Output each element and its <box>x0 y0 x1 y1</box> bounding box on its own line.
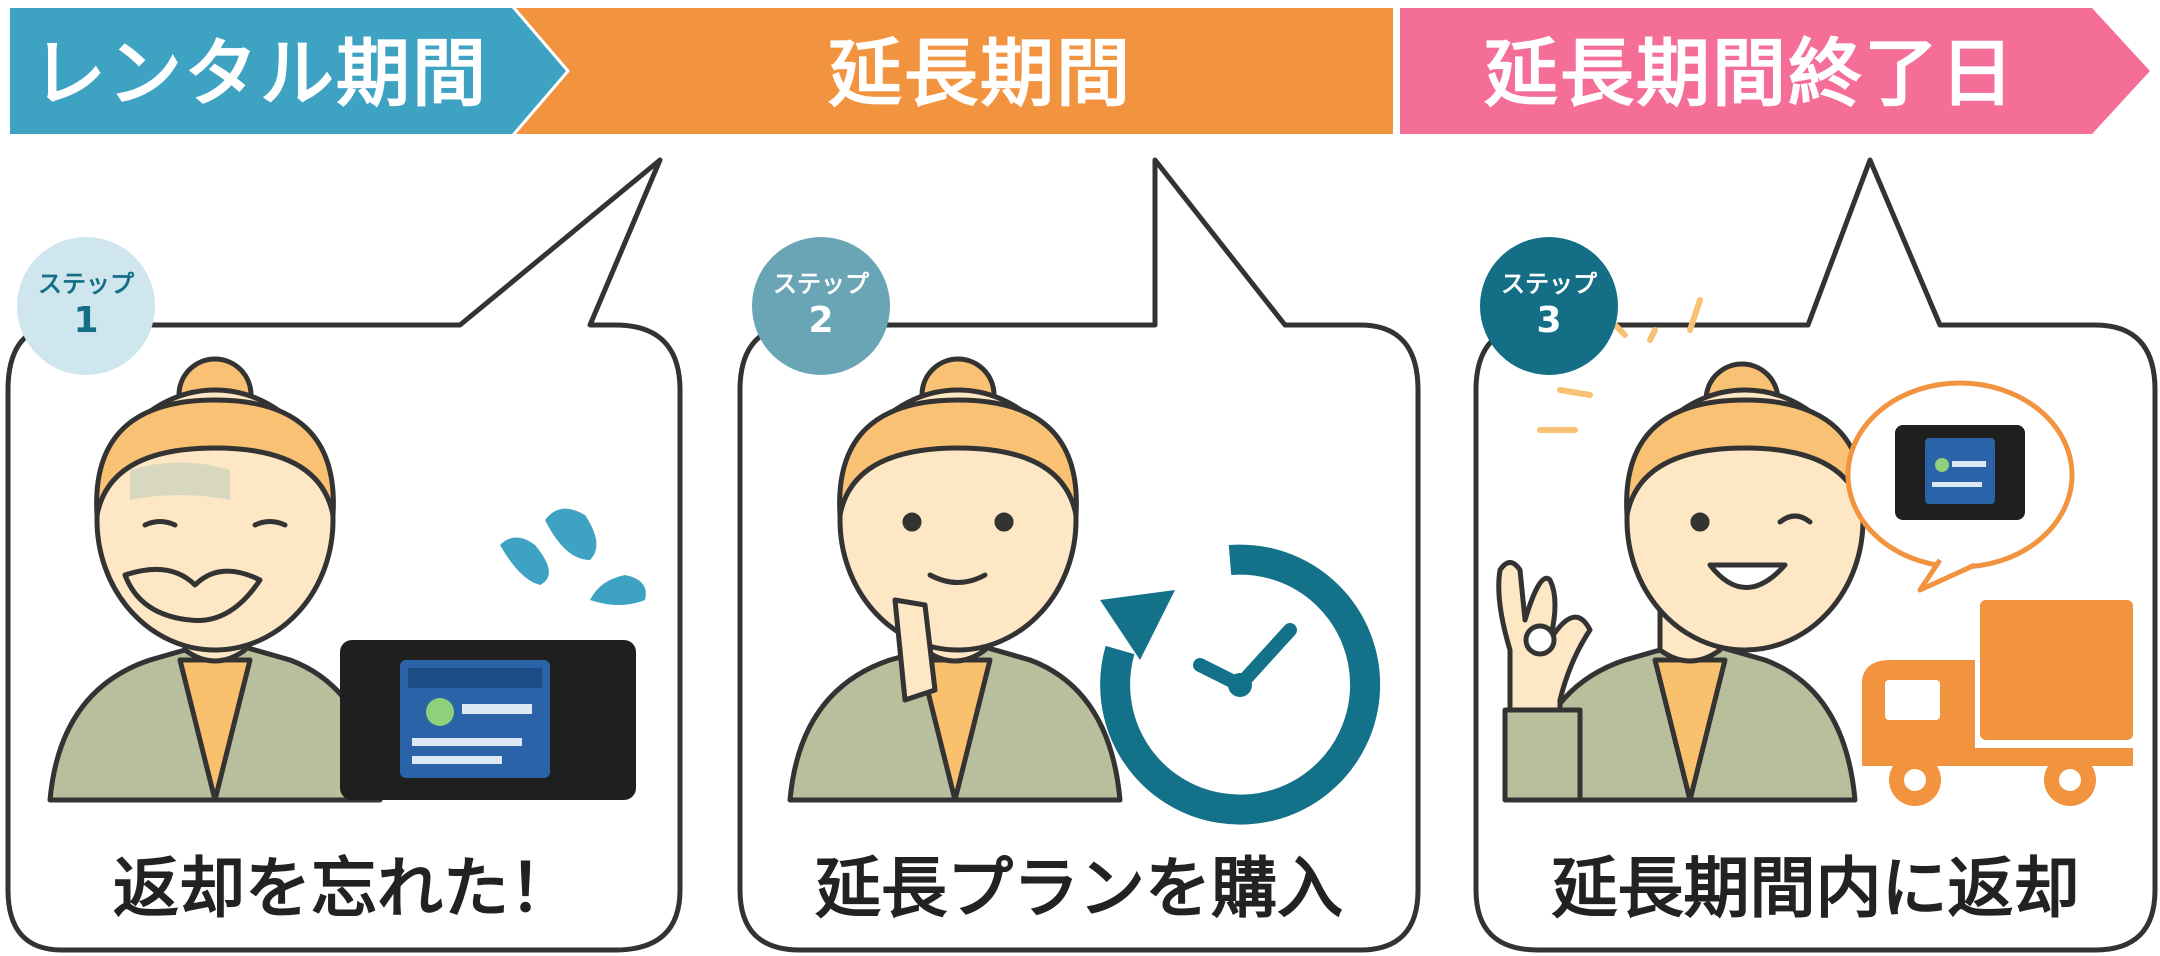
banner-rental-arrow <box>10 8 566 134</box>
woman-thinking-illustration <box>787 356 1123 803</box>
step-badge-number: 3 <box>1536 300 1562 342</box>
banner-end-day-label: 延長期間終了日 <box>1484 30 2016 117</box>
clock-refresh-icon <box>1100 544 1381 825</box>
banner-rental-label: レンタル期間 <box>32 30 488 117</box>
step-caption-2: 延長プランを購入 <box>815 850 1343 927</box>
router-icon <box>340 640 636 800</box>
thought-bubble <box>1845 380 2075 593</box>
woman-happy-illustration <box>1522 361 1866 803</box>
step-caption-3: 延長期間内に返却 <box>1551 850 2080 927</box>
banner-extension-label: 延長期間 <box>828 30 1132 117</box>
step-badge-number: 2 <box>808 300 834 342</box>
step-badge-2: ステップ 2 <box>752 237 890 375</box>
step-badge-number: 1 <box>73 300 99 342</box>
truck-icon <box>1862 600 2133 806</box>
sweat-drops-icon <box>500 508 646 605</box>
banner-end-day-arrow <box>1400 8 2150 134</box>
step-badge-1: ステップ 1 <box>17 237 155 375</box>
woman-worried-illustration <box>47 356 383 803</box>
step-badge-3: ステップ 3 <box>1480 237 1618 375</box>
step-caption-1: 返却を忘れた！ <box>113 850 575 927</box>
step-badge-label: ステップ <box>38 270 134 298</box>
ok-hand-icon <box>1496 560 1593 803</box>
banner-extension-arrow <box>516 8 1393 134</box>
step-badge-label: ステップ <box>773 270 869 298</box>
step-badge-label: ステップ <box>1501 270 1597 298</box>
